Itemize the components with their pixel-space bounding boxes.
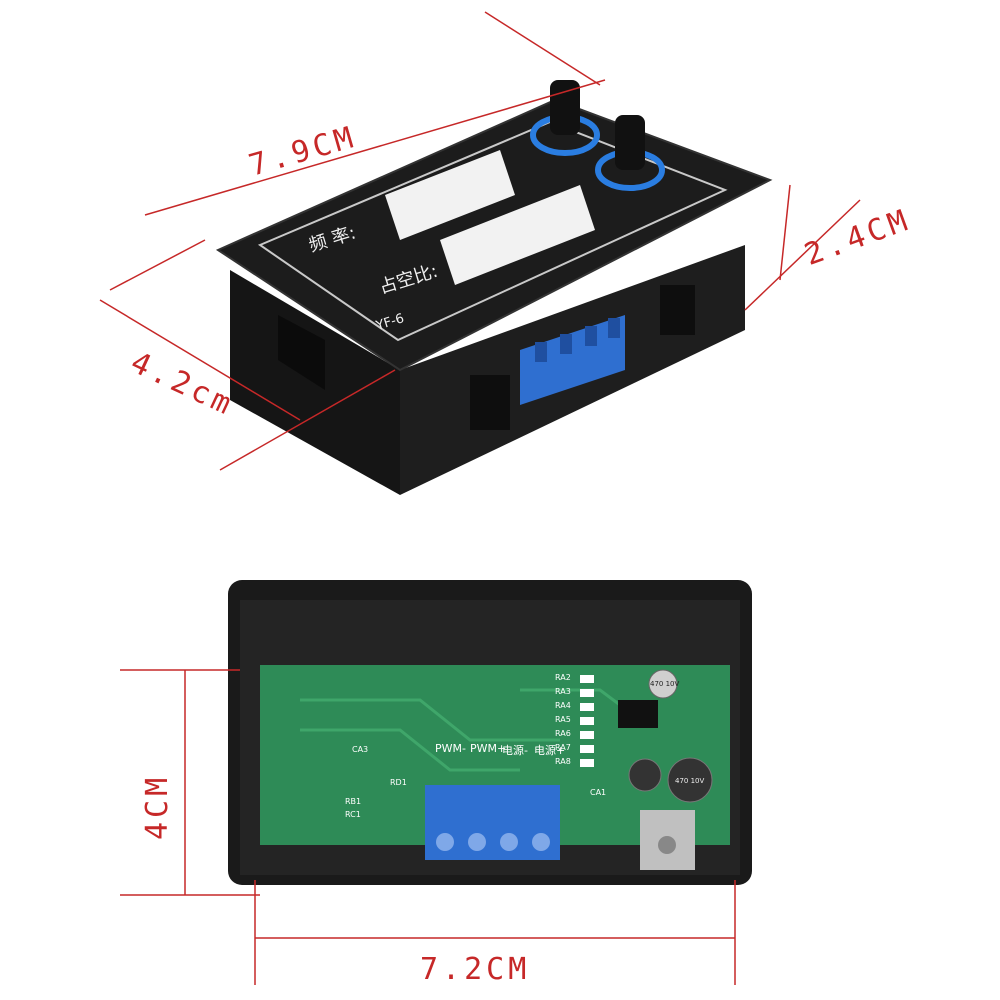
- duty-display: [440, 185, 595, 285]
- terminal-block: [520, 315, 625, 405]
- bottom-module-view: [228, 580, 752, 885]
- resistor-label: RA2: [555, 673, 571, 682]
- pcb-terminal-screws: [436, 833, 550, 851]
- side-clip: [278, 315, 325, 390]
- resistor-label: RA3: [555, 687, 571, 696]
- resistor-label: RA4: [555, 701, 571, 710]
- housing-notch-1: [470, 375, 510, 430]
- resistor-pads: [580, 675, 594, 767]
- resistor-label: RA6: [555, 729, 571, 738]
- bottom-dimension-lines: [120, 669, 736, 985]
- frequency-display: [385, 150, 515, 240]
- capacitor-large: [667, 757, 713, 803]
- heatsink-hole: [658, 836, 676, 854]
- small-capacitor-label: 470 10V: [650, 680, 680, 688]
- resistor-label: RA5: [555, 715, 571, 724]
- terminal-label-pwm-minus: PWM-: [435, 742, 466, 755]
- top-module-view: [215, 80, 773, 495]
- face-outline: [257, 120, 728, 342]
- pcb-label-rb1: RB1: [345, 797, 362, 806]
- pcb-label-rc1: RC1: [345, 810, 361, 819]
- pcb-label-ca1: CA1: [590, 788, 607, 797]
- top-dimension-lines: [99, 11, 861, 471]
- knob-2: [615, 115, 645, 170]
- capacitor-small: [648, 669, 678, 699]
- large-capacitor-label: 470 10V: [675, 777, 705, 785]
- dimension-bottom-height: 4CM: [140, 773, 175, 840]
- capacitor-1: [628, 758, 662, 792]
- ic-chip: [618, 700, 658, 728]
- terminal-label-pwm-plus: PWM+: [470, 742, 507, 755]
- terminal-label-power-plus: 电源+: [534, 744, 566, 757]
- pcb-label-ca3: CA3: [352, 745, 369, 754]
- resistor-label: RA8: [555, 757, 571, 766]
- dimension-bottom-width: 7.2CM: [420, 952, 531, 987]
- housing-notch-2: [660, 285, 695, 335]
- pcb-label-rd1: RD1: [390, 778, 407, 787]
- terminal-screws: [535, 318, 620, 362]
- resistor-label: RA7: [555, 743, 571, 752]
- terminal-label-power-minus: 电源-: [502, 744, 528, 757]
